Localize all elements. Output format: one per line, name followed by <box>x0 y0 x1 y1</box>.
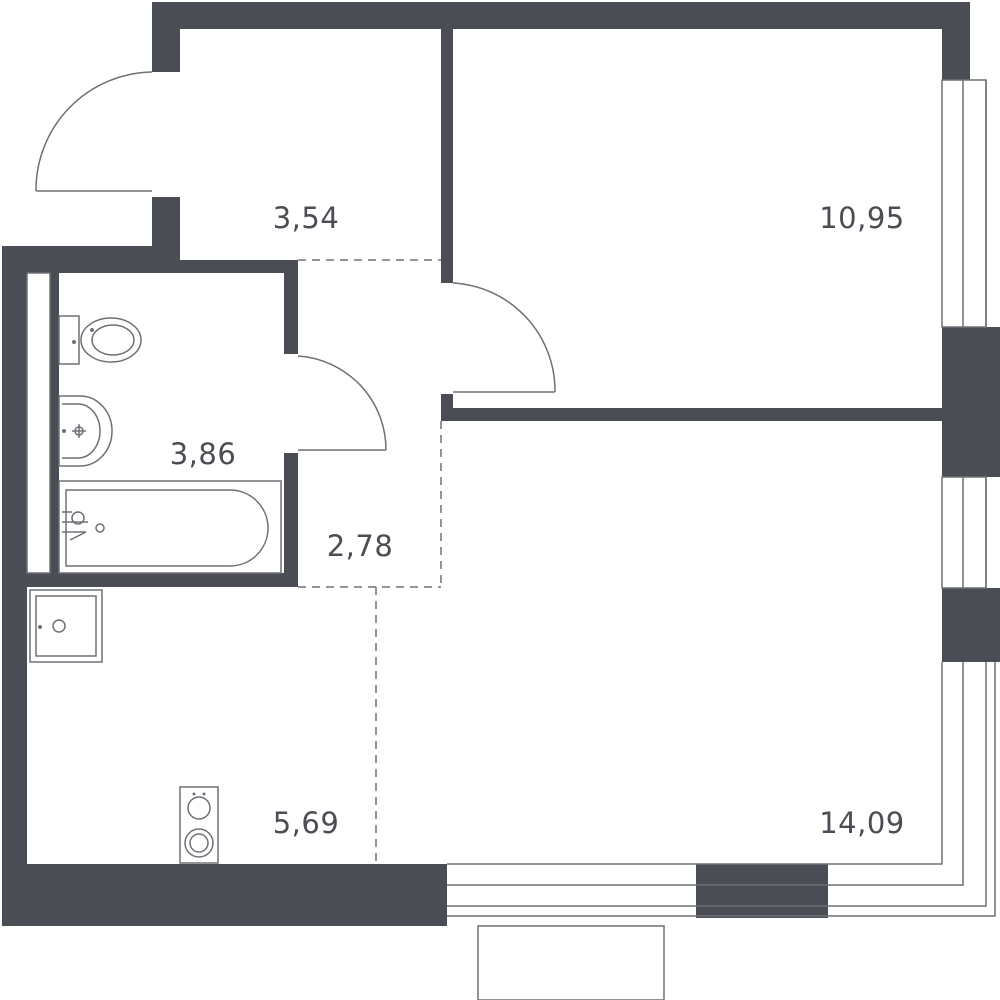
wall-top <box>152 2 970 29</box>
wall-right-top <box>942 2 970 80</box>
balcony-box <box>477 925 665 1000</box>
wall-bottom-pier <box>696 864 828 918</box>
zone-dividers <box>298 259 442 864</box>
living-area-label: 14,09 <box>819 806 905 840</box>
walls <box>2 2 1000 926</box>
windows-right <box>447 79 996 917</box>
window-bedroom <box>941 79 987 328</box>
window-living-corner <box>447 662 943 865</box>
wall-bath-right-upper <box>284 260 298 354</box>
wall-hall-bedroom <box>441 29 453 283</box>
wall-bath-left-inner <box>50 273 59 587</box>
window-living-1 <box>941 476 987 589</box>
ventilation-shaft <box>26 272 51 574</box>
wall-bath-top <box>2 246 178 273</box>
wall-bottom <box>2 864 447 926</box>
bathroom-door-swing <box>297 355 387 451</box>
balcony <box>477 925 665 1000</box>
toilet-icon <box>58 315 142 365</box>
wall-bath-top-2 <box>178 260 298 273</box>
wall-left <box>2 246 27 926</box>
kitchen-sink-icon <box>29 589 103 663</box>
entry-door-swing <box>35 71 153 192</box>
stove-icon <box>179 786 219 864</box>
corridor-area-label: 2,78 <box>327 529 394 563</box>
wall-bath-right-lower <box>284 453 298 587</box>
doors <box>35 71 556 451</box>
bathroom-area-label: 3,86 <box>170 437 237 471</box>
hall-area-label: 3,54 <box>273 201 340 235</box>
bathtub-icon <box>58 480 282 574</box>
bedroom-area-label: 10,95 <box>819 201 905 235</box>
wall-right-pier-1 <box>942 327 1000 477</box>
wall-bath-bottom <box>27 573 298 587</box>
sink-icon <box>58 395 113 467</box>
wall-bedroom-living <box>441 408 942 421</box>
wall-hall-left-upper <box>152 2 180 72</box>
wall-right-pier-2 <box>942 588 1000 662</box>
kitchen-area-label: 5,69 <box>273 806 340 840</box>
bedroom-door-swing <box>452 282 556 393</box>
